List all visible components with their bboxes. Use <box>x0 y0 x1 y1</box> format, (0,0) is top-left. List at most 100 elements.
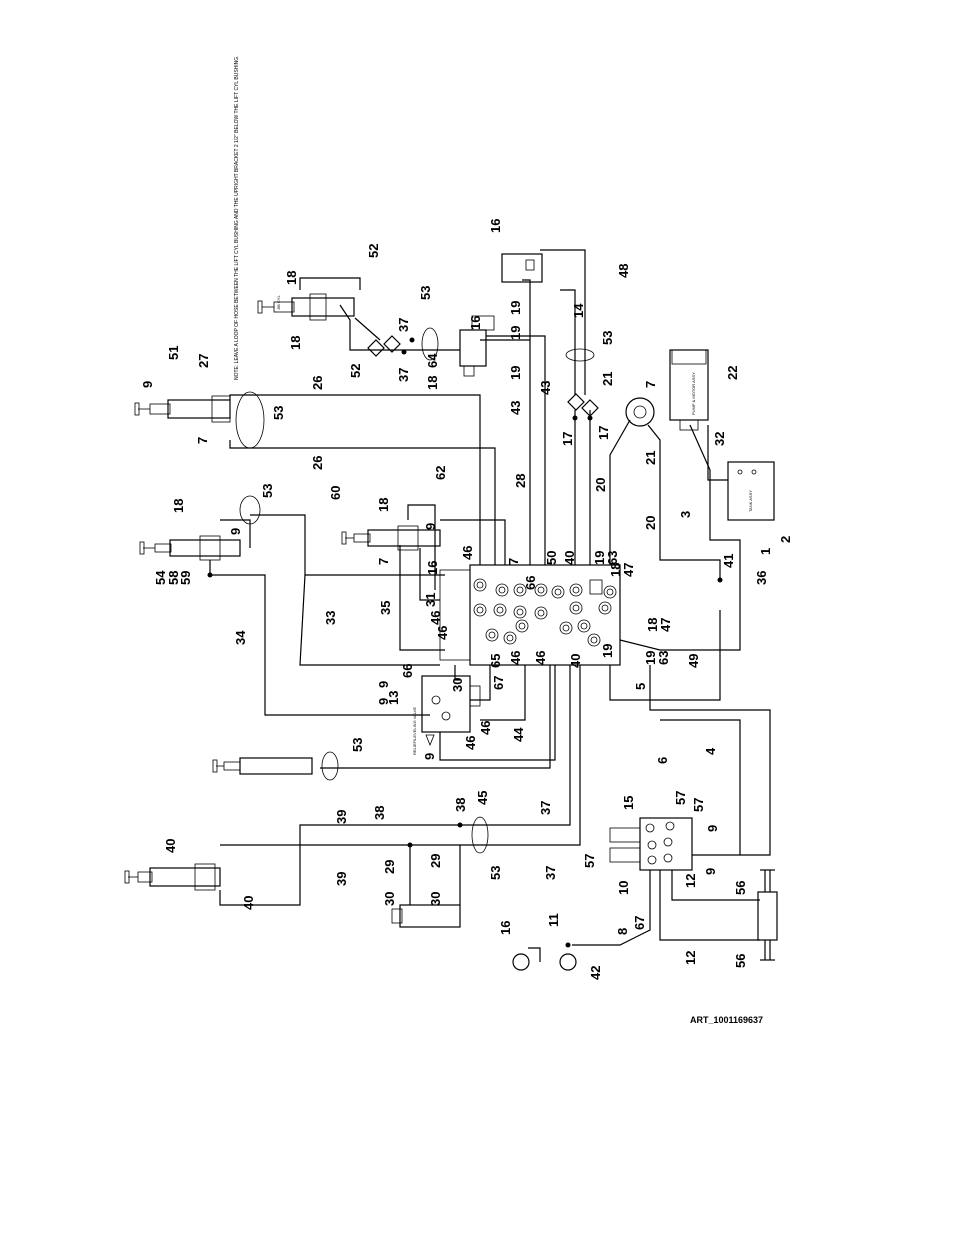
callout-40: 40 <box>562 551 577 565</box>
callout-53: 53 <box>350 738 365 752</box>
callout-47: 47 <box>658 618 673 632</box>
callout-11: 11 <box>546 913 561 927</box>
jib-cylinder <box>257 293 355 321</box>
callout-63: 63 <box>605 551 620 565</box>
callout-30: 30 <box>450 678 465 692</box>
callout-16: 16 <box>488 219 503 233</box>
callout-67: 67 <box>491 676 506 690</box>
callout-16: 16 <box>498 921 513 935</box>
callout-26: 26 <box>310 456 325 470</box>
callout-18: 18 <box>376 498 391 512</box>
callout-46: 46 <box>533 651 548 665</box>
callout-27: 27 <box>196 354 211 368</box>
callout-41: 41 <box>721 554 736 568</box>
callout-18: 18 <box>284 271 299 285</box>
callout-9: 9 <box>703 868 718 875</box>
callout-58: 58 <box>166 571 181 585</box>
callout-18: 18 <box>608 563 623 577</box>
callout-46: 46 <box>428 611 443 625</box>
callout-26: 26 <box>310 376 325 390</box>
callout-56: 56 <box>733 881 748 895</box>
callout-36: 36 <box>754 571 769 585</box>
callout-28: 28 <box>513 474 528 488</box>
callout-66: 66 <box>523 576 538 590</box>
callout-53: 53 <box>418 286 433 300</box>
callout-19: 19 <box>508 301 523 315</box>
callout-6: 6 <box>655 757 670 764</box>
callout-19: 19 <box>600 644 615 658</box>
hose-lines <box>209 249 771 962</box>
callout-numbers: 2 1 36 41 3 32 22 7 21 21 20 20 17 17 53… <box>140 219 793 980</box>
callout-5: 5 <box>633 683 648 690</box>
callout-54: 54 <box>153 570 168 585</box>
component-labels: TANK ASSY PUMP & MOTOR ASSY JIB CYL RELI… <box>234 55 753 755</box>
callout-53: 53 <box>260 484 275 498</box>
callout-64: 64 <box>425 353 440 368</box>
callout-9: 9 <box>705 825 720 832</box>
callout-37: 37 <box>538 801 553 815</box>
callout-63: 63 <box>656 651 671 665</box>
callout-33: 33 <box>323 611 338 625</box>
callout-20: 20 <box>643 516 658 530</box>
callout-7: 7 <box>376 558 391 565</box>
callout-57: 57 <box>582 854 597 868</box>
callout-38: 38 <box>453 798 468 812</box>
callout-43: 43 <box>508 401 523 415</box>
pump-label: PUMP & MOTOR ASSY <box>691 372 696 415</box>
callout-17: 17 <box>596 426 611 440</box>
callout-18: 18 <box>645 618 660 632</box>
junctions <box>207 337 723 948</box>
callout-19: 19 <box>508 326 523 340</box>
callout-53: 53 <box>600 331 615 345</box>
callout-16: 16 <box>468 316 483 330</box>
callout-8: 8 <box>615 928 630 935</box>
callout-45: 45 <box>475 791 490 805</box>
callout-21: 21 <box>643 451 658 465</box>
relief-leveling-valve <box>421 675 481 747</box>
slave-cylinder <box>124 863 221 891</box>
callout-4: 4 <box>703 747 718 755</box>
callout-1: 1 <box>758 548 773 555</box>
callout-57: 57 <box>691 798 706 812</box>
main-manifold <box>439 564 621 666</box>
callout-46: 46 <box>463 736 478 750</box>
hose-note: NOTE: LEAVE A LOOP OF HOSE BETWEEN THE L… <box>234 55 240 380</box>
steer-cylinder-left <box>139 535 241 561</box>
callout-37: 37 <box>396 318 411 332</box>
callout-44: 44 <box>511 727 526 742</box>
callout-59: 59 <box>178 571 193 585</box>
lower-manifold <box>609 817 693 871</box>
callout-22: 22 <box>725 366 740 380</box>
callout-35: 35 <box>378 601 393 615</box>
steer-cylinder-mid <box>341 525 441 551</box>
callout-37: 37 <box>543 866 558 880</box>
callout-65: 65 <box>488 654 503 668</box>
callout-52: 52 <box>366 244 381 258</box>
upper-valve <box>459 315 495 377</box>
callout-13: 13 <box>386 691 401 705</box>
callout-15: 15 <box>621 796 636 810</box>
callout-43: 43 <box>538 381 553 395</box>
master-cylinder <box>391 904 461 928</box>
callout-53: 53 <box>271 406 286 420</box>
callout-9: 9 <box>423 523 438 530</box>
callout-10: 10 <box>616 881 631 895</box>
callout-46: 46 <box>508 651 523 665</box>
callout-39: 39 <box>334 872 349 886</box>
callout-53: 53 <box>488 866 503 880</box>
callout-17: 17 <box>560 432 575 446</box>
callout-9: 9 <box>376 681 391 688</box>
callout-40: 40 <box>568 654 583 668</box>
brake-reservoir <box>501 253 543 283</box>
callout-19: 19 <box>592 551 607 565</box>
callout-56: 56 <box>733 954 748 968</box>
callout-34: 34 <box>233 630 248 645</box>
leveling-valve-label: RELIEF/LEVELING VALVE <box>412 707 417 755</box>
callout-38: 38 <box>372 806 387 820</box>
callout-29: 29 <box>382 860 397 874</box>
jib-label: JIB CYL <box>276 295 281 310</box>
callout-48: 48 <box>616 264 631 278</box>
callout-30: 30 <box>382 892 397 906</box>
callout-9: 9 <box>140 381 155 388</box>
callout-18: 18 <box>288 336 303 350</box>
